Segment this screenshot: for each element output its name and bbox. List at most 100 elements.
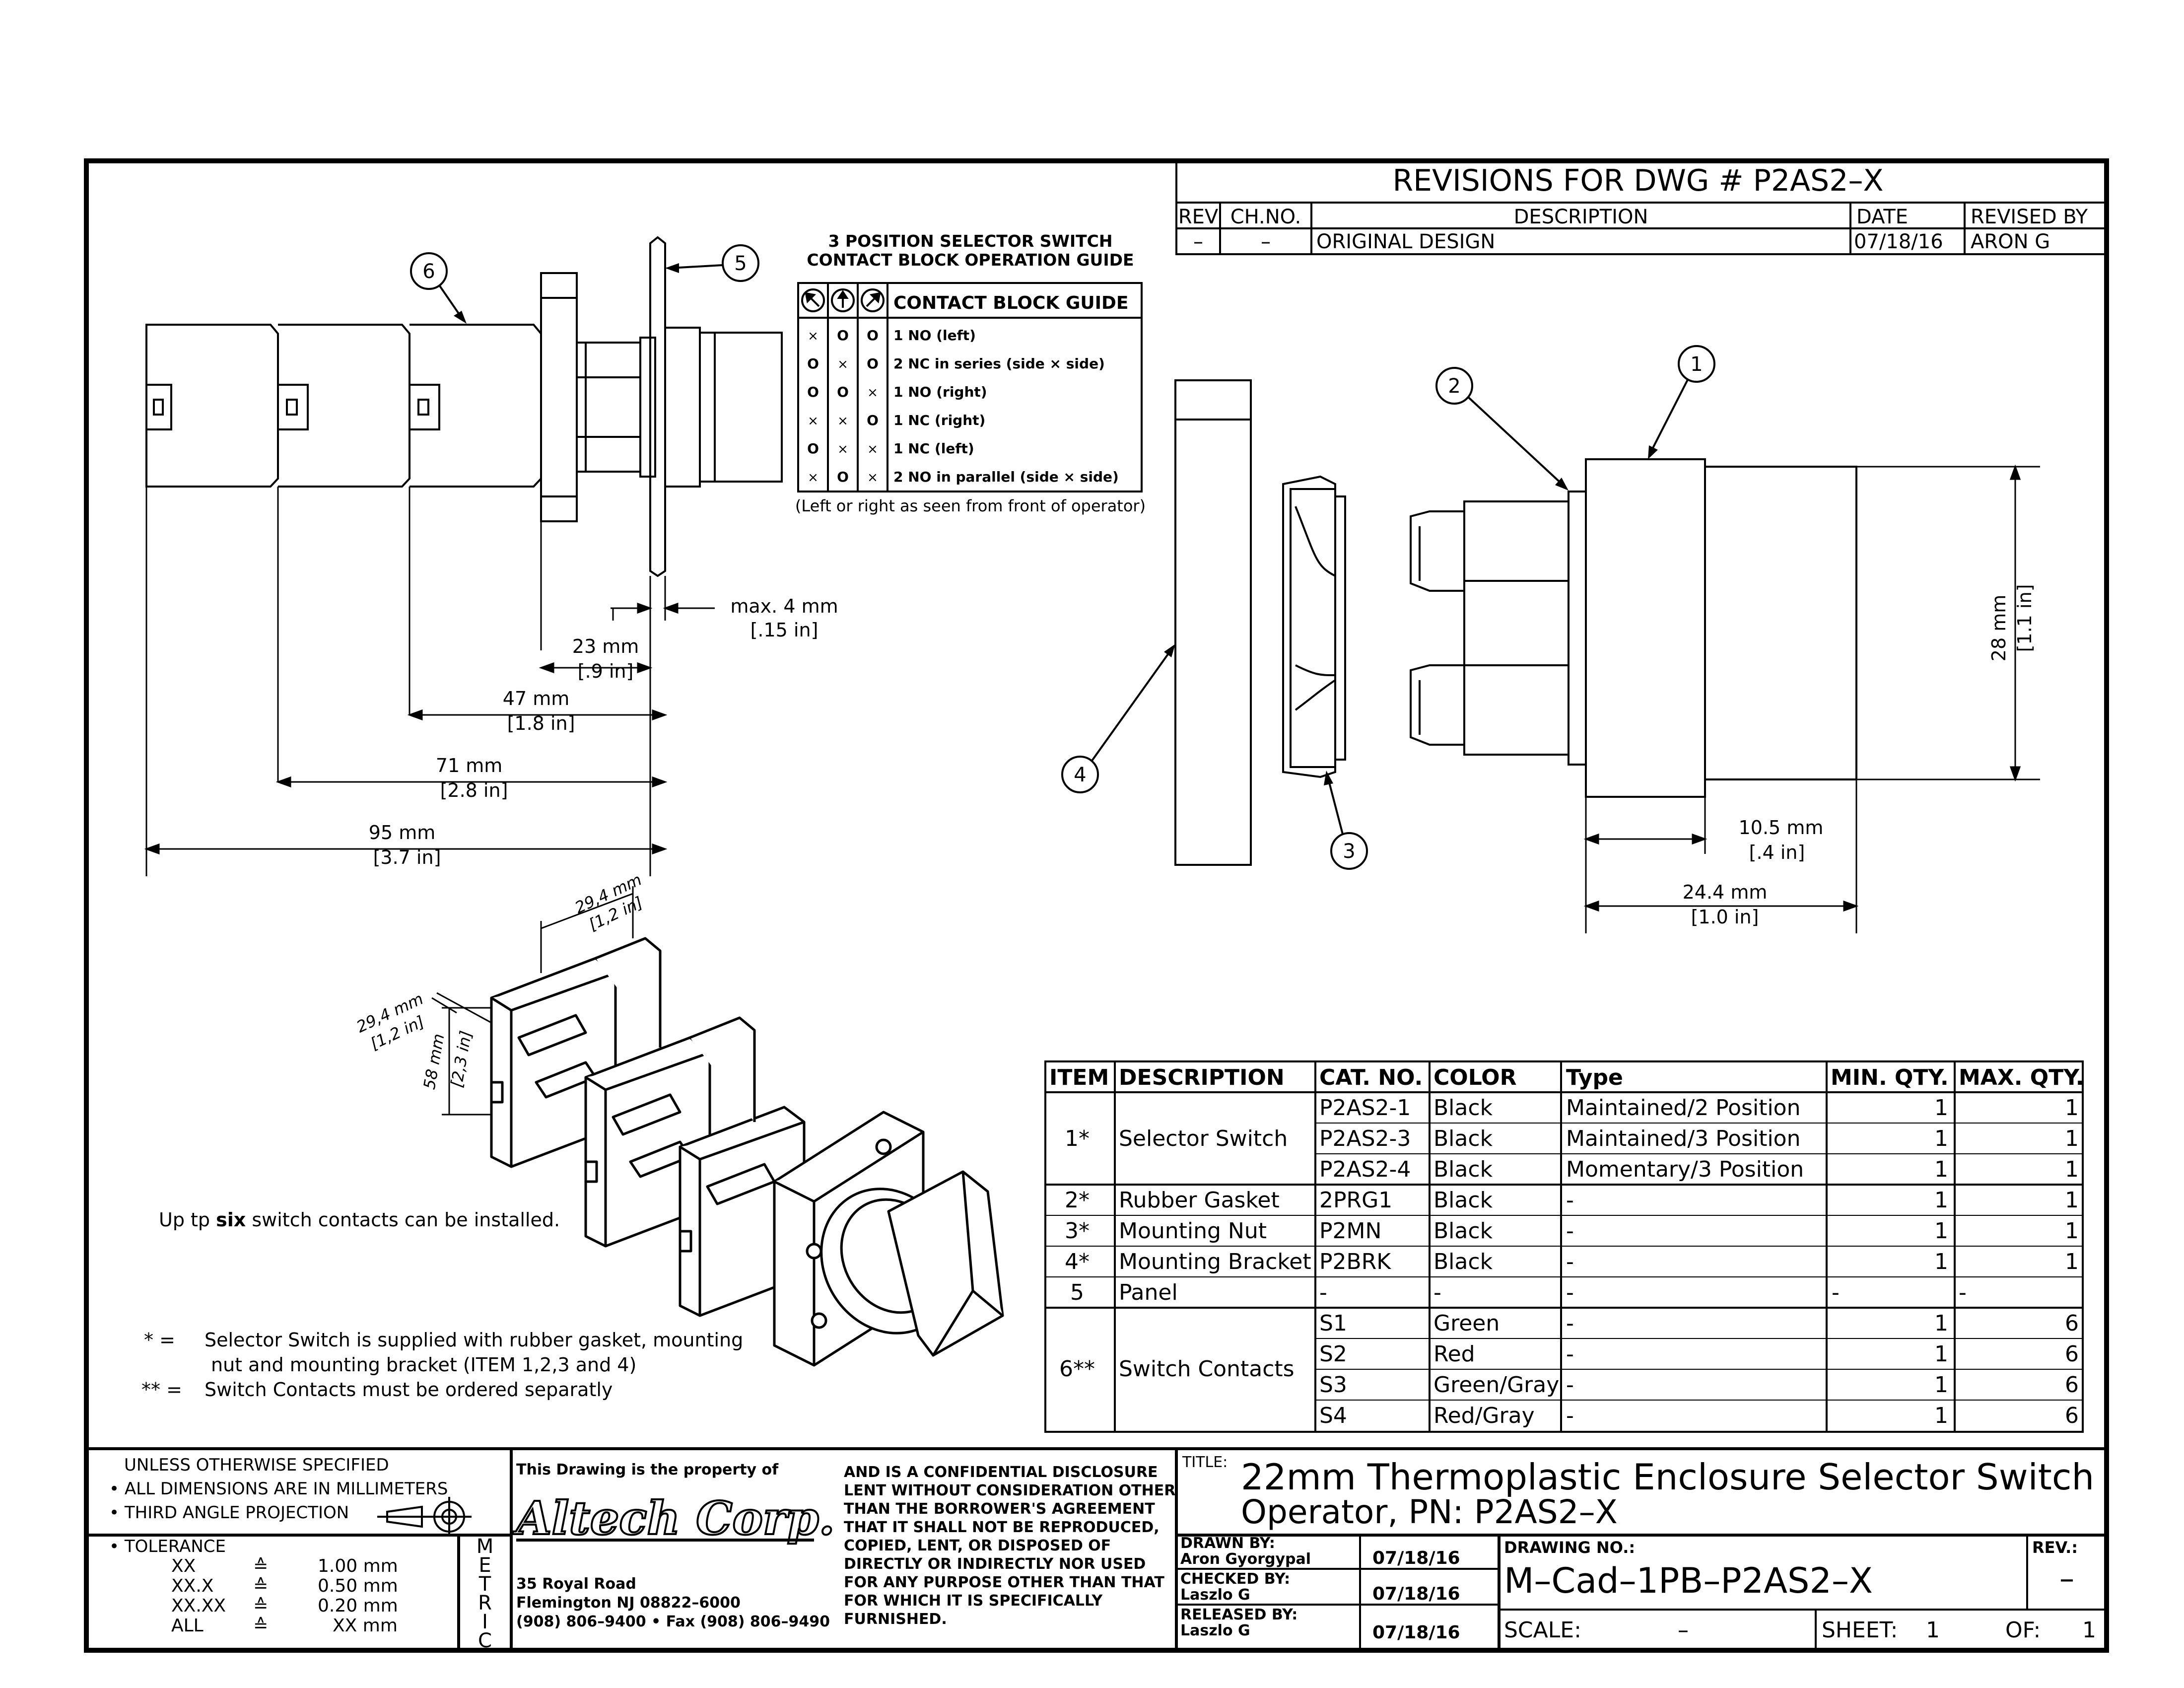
tb-title-line1: 22mm Thermoplastic Enclosure Selector Sw…	[1241, 1456, 2094, 1498]
svg-text:-: -	[1433, 1280, 1441, 1305]
rev-row-date: 07/18/16	[1854, 230, 1943, 253]
position-left-icon	[801, 288, 825, 312]
svg-text:3*: 3*	[1065, 1218, 1090, 1244]
guide-row-1-p3: O	[867, 327, 879, 344]
tb-scale: –	[1678, 1618, 1689, 1643]
svg-text:C: C	[478, 1629, 492, 1652]
svg-text:XX: XX	[171, 1556, 196, 1576]
svg-text:THAN THE BORROWER'S AGREEME: THAN THE BORROWER'S AGREEMENT	[844, 1500, 1155, 1518]
svg-text:≙: ≙	[253, 1616, 268, 1636]
tb-sheet: 1	[1926, 1618, 1940, 1643]
svg-text:P2AS2-4: P2AS2-4	[1319, 1157, 1411, 1182]
svg-text:1: 1	[1934, 1372, 1948, 1398]
tb-third-angle: • THIRD ANGLE PROJECTION	[109, 1503, 349, 1523]
tb-of-label: OF:	[2005, 1618, 2041, 1643]
svg-text:S3: S3	[1319, 1372, 1347, 1398]
guide-row-6-p1: ×	[808, 470, 819, 485]
guide-row-2-label: 2 NC in series (side × side)	[893, 355, 1105, 372]
revisions-table	[1175, 161, 2107, 255]
bom-table	[1044, 1060, 2084, 1433]
svg-text:Black: Black	[1433, 1249, 1493, 1274]
guide-row-1-p2: O	[837, 327, 849, 344]
tolerance-rows: XX ≙ 1.00 mm XX.X ≙ 0.50 mm XX.XX ≙ 0.20…	[171, 1556, 398, 1636]
dim-28-inch: [1.1 in]	[2014, 584, 2036, 652]
dim-71-inch: [2.8 in]	[440, 779, 508, 801]
callout-1: 1	[1648, 345, 1715, 459]
guide-row-2-p2: ×	[837, 357, 848, 372]
svg-text:Panel: Panel	[1119, 1280, 1178, 1305]
tb-drawing-no: M–Cad–1PB–P2AS2–X	[1504, 1560, 1873, 1601]
tb-released-date: 07/18/16	[1372, 1622, 1460, 1643]
tb-unless: UNLESS OTHERWISE SPECIFIED	[124, 1455, 389, 1475]
rev-header-chno: CH.NO.	[1230, 206, 1301, 228]
dim-28-label: 28 mm	[1988, 595, 2010, 661]
svg-text:≙: ≙	[253, 1596, 268, 1616]
bom-header-min-qty: MIN. QTY.	[1831, 1065, 1949, 1090]
svg-text:0.50 mm: 0.50 mm	[318, 1576, 398, 1596]
isometric-view-drawing	[490, 937, 1004, 1367]
svg-text:XX.XX: XX.XX	[171, 1596, 226, 1616]
note-2-mark: ** =	[141, 1379, 182, 1401]
callout-5: 5	[665, 244, 759, 282]
note-1-mark: * =	[144, 1329, 175, 1351]
svg-text:6: 6	[2065, 1403, 2079, 1428]
tb-address3: (908) 806–9400 • Fax (908) 806–9490	[516, 1613, 830, 1630]
svg-text:Mounting Bracket: Mounting Bracket	[1119, 1249, 1311, 1274]
svg-text:S2: S2	[1319, 1341, 1347, 1367]
iso-dim-height: 58 mm	[420, 1032, 448, 1091]
callout-4: 4	[1061, 644, 1175, 793]
guide-row-5-p1: O	[807, 440, 819, 457]
svg-text:4: 4	[1074, 764, 1086, 786]
rev-header-revised-by: REVISED BY	[1971, 206, 2088, 228]
svg-text:R: R	[478, 1592, 492, 1615]
svg-text:3: 3	[1343, 840, 1355, 863]
tb-of: 1	[2082, 1618, 2096, 1643]
svg-text:FOR ANY PURPOSE OTHER THAN: FOR ANY PURPOSE OTHER THAN THAT	[844, 1574, 1164, 1591]
svg-text:1: 1	[2065, 1188, 2079, 1213]
tb-rev-label: REV.:	[2032, 1538, 2078, 1557]
svg-text:-: -	[1959, 1280, 1967, 1305]
svg-text:P2MN: P2MN	[1319, 1218, 1381, 1244]
svg-text:0.20 mm: 0.20 mm	[318, 1596, 398, 1616]
svg-text:≙: ≙	[253, 1576, 268, 1596]
svg-text:Red/Gray: Red/Gray	[1433, 1403, 1535, 1428]
rev-row-revised-by: ARON G	[1971, 230, 2050, 253]
guide-row-4-p3: O	[867, 412, 879, 428]
bom-headers: ITEM DESCRIPTION CAT. NO. COLOR Type MIN…	[1049, 1065, 2084, 1090]
guide-row-2-p3: O	[867, 355, 879, 372]
guide-row-3-p1: O	[807, 384, 819, 400]
guide-row-6-p2: O	[837, 469, 849, 485]
company-logo: Altech Corp.	[511, 1490, 836, 1546]
svg-text:2*: 2*	[1065, 1188, 1090, 1213]
svg-text:S1: S1	[1319, 1311, 1347, 1336]
drawing-border	[84, 158, 2109, 1653]
tb-scale-label: SCALE:	[1504, 1618, 1581, 1643]
svg-text:I: I	[482, 1611, 488, 1633]
svg-text:LENT WITHOUT CONSIDERATION: LENT WITHOUT CONSIDERATION OTHER	[844, 1482, 1175, 1499]
bom-header-color: COLOR	[1433, 1065, 1516, 1090]
tb-tolerance: • TOLERANCE	[109, 1537, 226, 1556]
svg-text:DIRECTLY OR INDIRECTLY NOR: DIRECTLY OR INDIRECTLY NOR USED	[844, 1555, 1146, 1573]
dim-244-label: 24.4 mm	[1683, 881, 1768, 903]
guide-row-4-label: 1 NC (right)	[893, 412, 985, 428]
svg-text:XX.X: XX.X	[171, 1576, 213, 1596]
svg-text:1: 1	[1934, 1341, 1948, 1367]
exploded-view-dimensions	[1583, 464, 2021, 912]
rev-header-description: DESCRIPTION	[1514, 206, 1648, 228]
svg-text:6: 6	[2065, 1372, 2079, 1398]
guide-row-1-label: 1 NO (left)	[893, 327, 976, 344]
svg-text:S4: S4	[1319, 1403, 1347, 1428]
tb-drawn-by: Aron Gyorgypal	[1180, 1550, 1311, 1568]
note-1-line2: nut and mounting bracket (ITEM 1,2,3 and…	[211, 1354, 636, 1376]
guide-note: (Left or right as seen from front of ope…	[795, 496, 1146, 515]
svg-text:XX mm: XX mm	[333, 1616, 398, 1636]
svg-text:-: -	[1319, 1280, 1327, 1305]
iso-caption: Up tp six switch contacts can be install…	[159, 1209, 560, 1231]
dim-244-inch: [1.0 in]	[1691, 906, 1759, 928]
svg-text:-: -	[1566, 1188, 1574, 1213]
svg-text:2PRG1: 2PRG1	[1319, 1188, 1392, 1213]
callout-3: 3	[1324, 771, 1368, 870]
svg-text:Maintained/3 Position: Maintained/3 Position	[1566, 1126, 1800, 1151]
tb-rev: –	[2059, 1561, 2074, 1596]
svg-text:Momentary/3 Position: Momentary/3 Position	[1566, 1157, 1804, 1182]
